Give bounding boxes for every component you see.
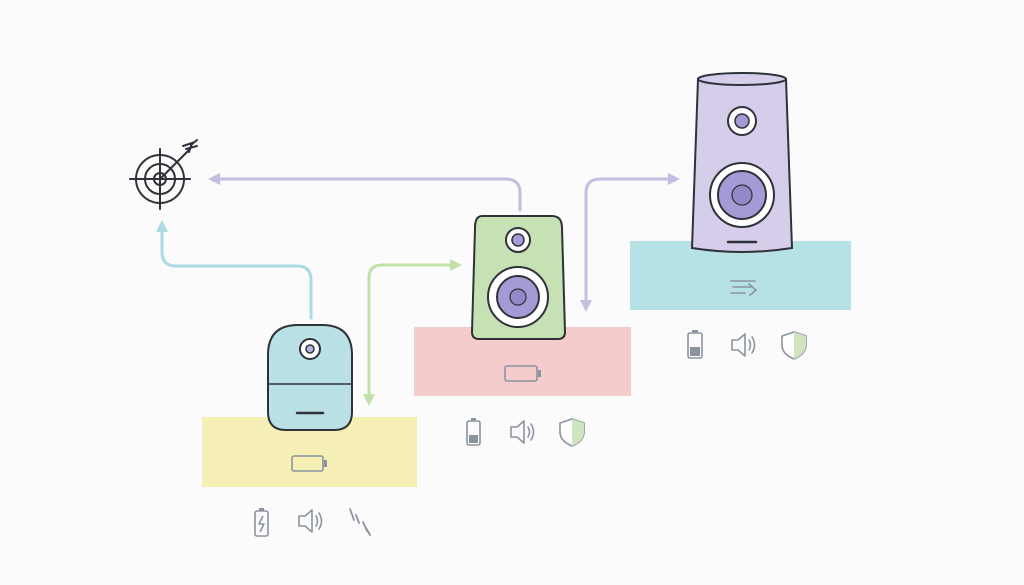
tower-speaker-icon — [690, 72, 794, 253]
tier-1-platform-battery-icon — [291, 455, 327, 472]
tier-1-speaker-volume-icon — [298, 509, 323, 533]
tier-3-battery-icon — [687, 330, 703, 359]
arrow-tier2-to-goal — [208, 173, 522, 212]
tier-3-platform-equalizer-icon — [730, 280, 758, 296]
target-arrow-icon — [129, 139, 198, 210]
bookshelf-speaker-icon — [470, 215, 567, 340]
arrow-tier1-to-goal — [156, 220, 313, 320]
tier-3-speaker-volume-icon — [731, 333, 756, 357]
tier-2-shield-icon — [559, 418, 585, 447]
arrow-tier1-to-tier2 — [363, 259, 462, 406]
tier-3-shield-icon — [781, 331, 807, 360]
smart-speaker-small-icon — [267, 324, 353, 431]
tier-2-platform-battery-icon — [504, 365, 541, 382]
tier-2-speaker-volume-icon — [510, 420, 535, 444]
arrow-tier2-to-tier3 — [580, 173, 680, 312]
tier-1-battery-charging-icon — [254, 508, 269, 537]
tier-1-signal-icon — [349, 508, 371, 536]
tier-2-battery-icon — [466, 418, 481, 446]
